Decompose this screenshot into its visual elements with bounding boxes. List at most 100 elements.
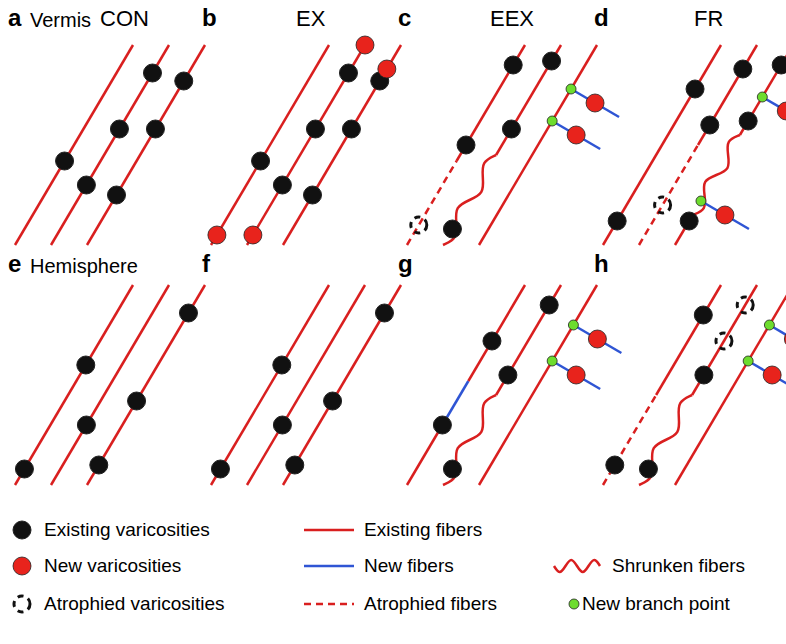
existing-fiber (211, 285, 329, 485)
existing-fiber (675, 285, 786, 485)
branch-point (568, 320, 578, 330)
legend-samples (13, 521, 600, 612)
new-fiber (552, 121, 600, 149)
branch-point (764, 320, 774, 330)
existing-varicosity (77, 416, 95, 434)
existing-varicosity (15, 460, 33, 478)
legend-text: New branch point (582, 594, 730, 613)
existing-fiber (283, 45, 401, 245)
existing-fiber (468, 285, 525, 381)
existing-fiber (457, 45, 525, 161)
new-fiber (748, 361, 786, 389)
atrophied-fiber (304, 603, 354, 606)
existing-fiber (211, 45, 329, 245)
new-fiber (762, 97, 786, 125)
legend-text: New varicosities (44, 556, 181, 575)
existing-varicosity (339, 64, 357, 82)
existing-varicosity (324, 392, 342, 410)
new-varicosity (356, 36, 374, 54)
existing-varicosity (499, 366, 517, 384)
existing-varicosity (286, 456, 304, 474)
panel-title: CON (100, 8, 149, 30)
existing-varicosity (772, 56, 786, 74)
existing-varicosity (694, 306, 712, 324)
existing-varicosity (179, 304, 197, 322)
existing-varicosity (608, 212, 626, 230)
new-varicosity (784, 330, 786, 348)
new-fiber (571, 89, 619, 117)
panel-title: Vermis (30, 10, 91, 30)
panel-title: FR (694, 8, 723, 30)
panel-drawing (15, 285, 205, 485)
new-varicosity (244, 226, 262, 244)
existing-varicosity (680, 212, 698, 230)
new-varicosity (763, 366, 781, 384)
existing-varicosity (90, 456, 108, 474)
branch-point (566, 84, 576, 94)
existing-varicosity (502, 120, 520, 138)
existing-varicosity (606, 456, 624, 474)
existing-varicosity (56, 152, 74, 170)
existing-fiber (692, 285, 757, 395)
atrophied-fiber (639, 145, 698, 245)
existing-fiber (603, 45, 721, 245)
branch-point (547, 356, 557, 366)
atrophied-varicosity (14, 596, 30, 612)
existing-varicosity (342, 120, 360, 138)
panel-title: EEX (490, 8, 534, 30)
existing-varicosity (252, 152, 270, 170)
existing-varicosity (433, 416, 451, 434)
atrophied-varicosity (716, 333, 732, 349)
existing-varicosity (457, 136, 475, 154)
panel-drawing (407, 285, 621, 485)
existing-varicosity (540, 296, 558, 314)
existing-varicosity (77, 356, 95, 374)
existing-varicosity (734, 60, 752, 78)
panel-letter: h (594, 252, 609, 276)
panel-letter: g (398, 252, 413, 276)
existing-fiber (15, 45, 133, 245)
branch-point (743, 356, 753, 366)
existing-fiber (304, 529, 354, 532)
new-fiber (701, 201, 749, 229)
existing-varicosity (110, 120, 128, 138)
existing-fiber (51, 285, 169, 485)
legend-text: New fibers (364, 556, 454, 575)
existing-fiber (479, 285, 597, 485)
existing-fiber (51, 45, 169, 245)
panel-drawing (407, 45, 619, 245)
new-varicosity (378, 60, 396, 78)
legend-text: Atrophied varicosities (44, 594, 225, 613)
existing-fiber (247, 285, 365, 485)
existing-varicosity (146, 120, 164, 138)
existing-varicosity (108, 186, 126, 204)
existing-varicosity (375, 304, 393, 322)
branch-point (547, 116, 557, 126)
existing-fiber (656, 285, 721, 395)
shrunken-fiber (554, 560, 600, 572)
panel-title: Hemisphere (30, 256, 138, 276)
existing-fiber (283, 285, 401, 485)
new-varicosity (567, 366, 585, 384)
existing-varicosity (483, 332, 501, 350)
existing-varicosity (695, 366, 713, 384)
new-fiber (573, 325, 621, 353)
existing-varicosity-sample (13, 521, 31, 539)
existing-varicosity (504, 56, 522, 74)
existing-fiber (15, 285, 133, 485)
panel-drawing (603, 45, 786, 245)
legend-text: Shrunken fibers (612, 556, 745, 575)
branch-point (696, 196, 706, 206)
existing-fiber (740, 45, 786, 135)
new-fiber (552, 361, 600, 389)
shrunken-fiber (693, 135, 740, 215)
existing-varicosity (306, 120, 324, 138)
existing-fiber (247, 45, 365, 245)
atrophied-varicosity (655, 197, 671, 213)
existing-fiber (87, 45, 205, 245)
existing-varicosity (273, 356, 291, 374)
new-varicosity-sample (13, 557, 31, 575)
new-varicosity (586, 94, 604, 112)
existing-varicosity (443, 220, 461, 238)
